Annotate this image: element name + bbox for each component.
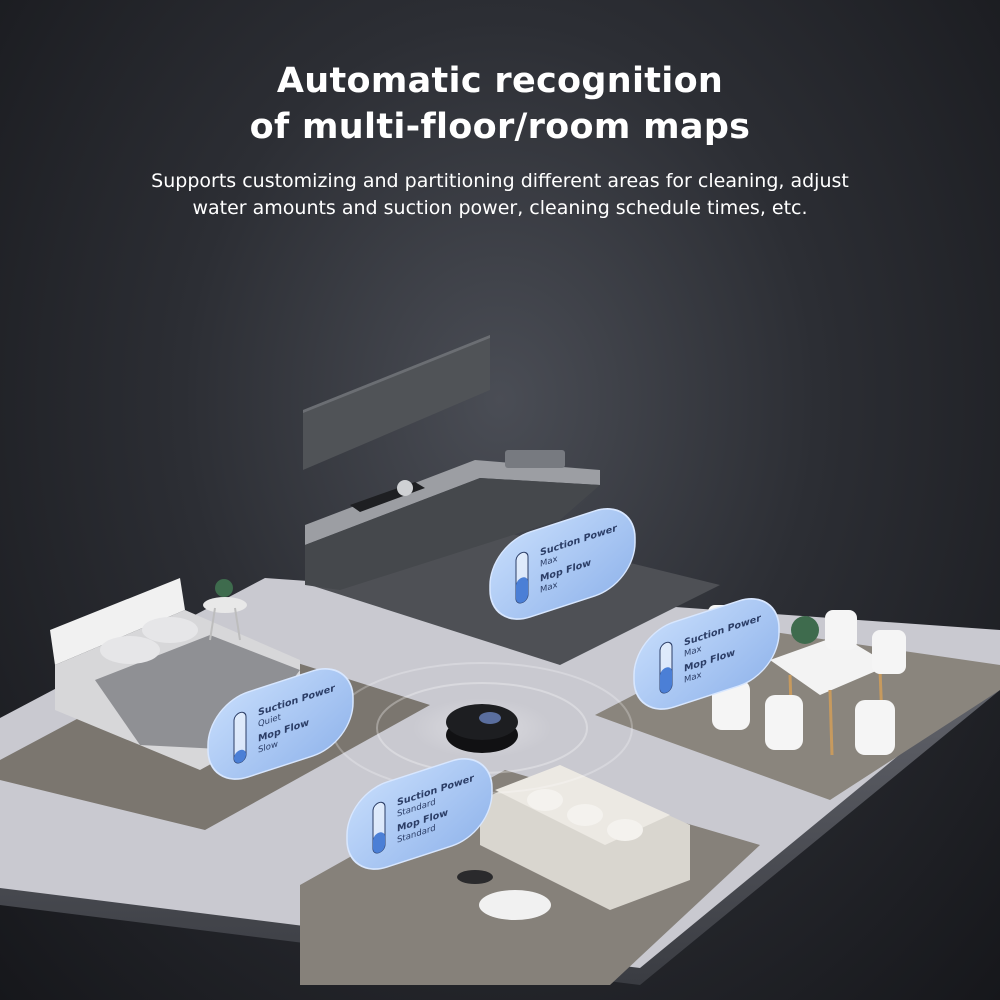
- headline-line-1: Automatic recognition: [276, 61, 724, 101]
- level-fill: [516, 577, 528, 603]
- headline: Automatic recognition of multi-floor/roo…: [0, 58, 1000, 150]
- subtitle: Supports customizing and partitioning di…: [151, 170, 849, 219]
- robot-vacuum: [331, 662, 633, 794]
- sofa: [480, 765, 690, 910]
- bedside-table: [203, 579, 247, 641]
- level-fill: [373, 832, 385, 853]
- coffee-tables: [457, 870, 551, 920]
- headline-line-2: of multi-floor/room maps: [249, 107, 751, 147]
- dining-set: [708, 605, 906, 756]
- level-fill: [234, 749, 246, 763]
- kitchen-cabinets: [303, 335, 600, 590]
- level-fill: [660, 667, 672, 693]
